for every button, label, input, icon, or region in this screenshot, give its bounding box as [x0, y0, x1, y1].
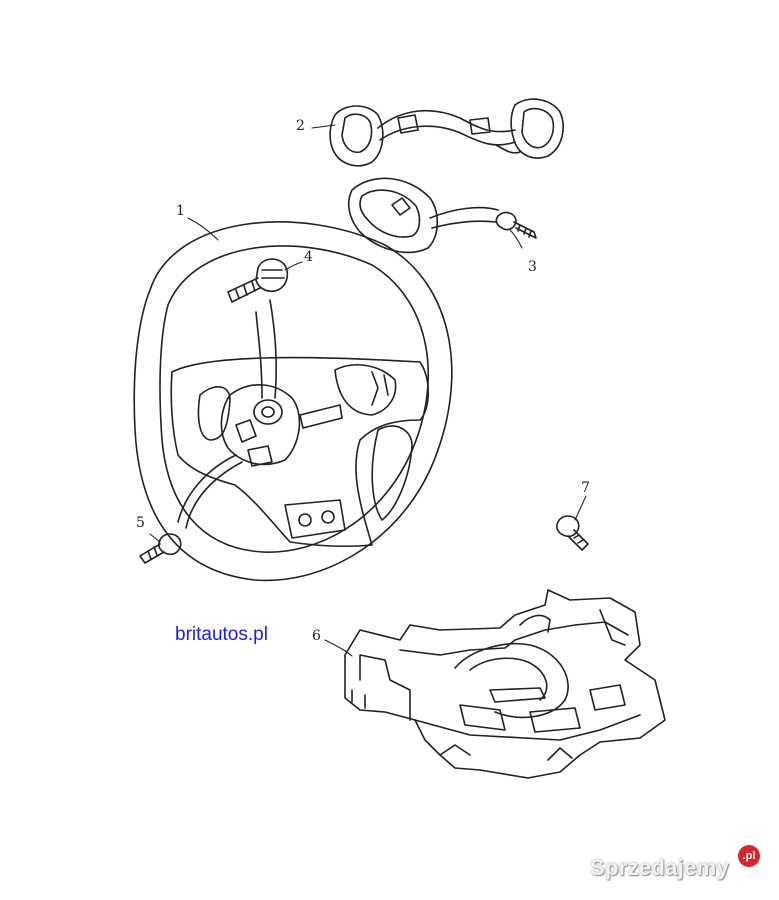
screw-part-7 [556, 515, 589, 551]
callout-6: 6 [312, 628, 321, 644]
steering-wheel-part [133, 221, 453, 582]
mounting-bracket-part [344, 589, 666, 779]
brand-badge-icon: .pl [738, 845, 760, 867]
screw-part-5 [139, 533, 182, 564]
callout-4: 4 [304, 249, 313, 265]
bolt-part-4 [227, 258, 289, 303]
callout-3: 3 [528, 259, 537, 275]
callout-7: 7 [581, 480, 590, 496]
screw-part-3 [495, 211, 537, 239]
callout-2: 2 [296, 118, 305, 134]
callout-5: 5 [136, 515, 145, 531]
switch-harness-part [329, 98, 564, 254]
site-watermark-link[interactable]: britautos.pl [175, 624, 268, 645]
leader-lines [149, 124, 587, 657]
brand-watermark: Sprzedajemy [590, 855, 730, 880]
callout-1: 1 [176, 203, 185, 219]
